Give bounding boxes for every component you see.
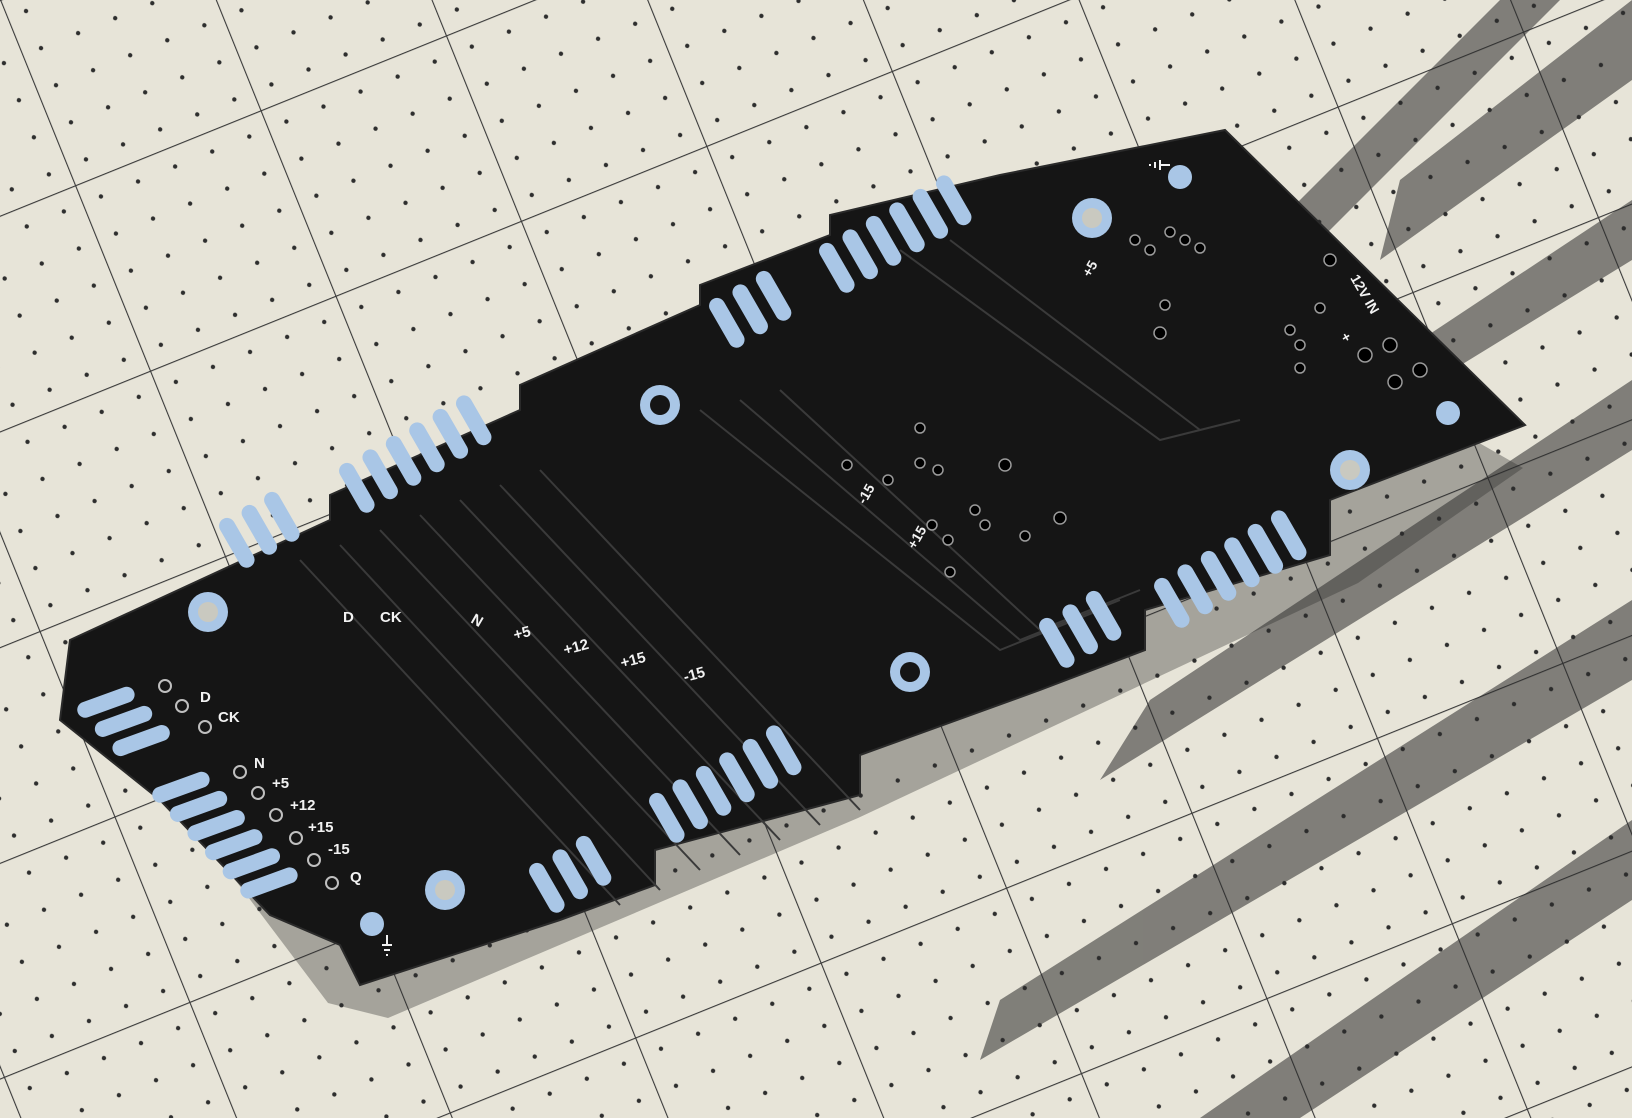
svg-text:+5: +5	[1079, 257, 1101, 279]
svg-text:CK: CK	[380, 609, 402, 626]
svg-text:+12: +12	[562, 636, 591, 659]
edge-pads	[77, 175, 1307, 913]
svg-text:-15: -15	[682, 664, 707, 686]
svg-text:+15: +15	[619, 649, 648, 672]
label-plus15: +15	[308, 819, 333, 836]
label-q: Q	[350, 869, 362, 886]
label-minus15: -15	[328, 841, 350, 858]
leaf-shadows	[980, 0, 1632, 1118]
mounting-holes	[188, 165, 1460, 936]
left-label-column: D CK N +5 +12 +15 -15 Q	[200, 689, 362, 886]
ground-icon	[382, 160, 1170, 956]
svg-text:D: D	[343, 609, 354, 626]
label-plus5: +5	[272, 775, 289, 792]
svg-text:+5: +5	[512, 623, 533, 644]
bus-labels: D CK N +5 +12 +15 -15	[343, 609, 707, 686]
label-d: D	[200, 689, 211, 706]
label-n: N	[254, 755, 265, 772]
label-ck: CK	[218, 709, 240, 726]
label-plus12: +12	[290, 797, 315, 814]
